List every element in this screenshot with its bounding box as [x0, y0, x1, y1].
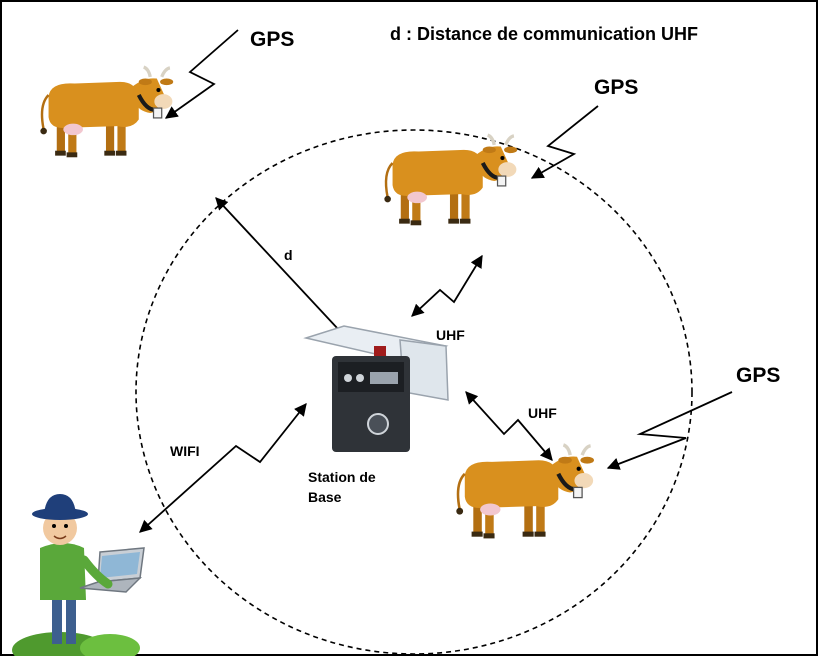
cow-top-right	[384, 135, 517, 225]
uhf-link-top	[411, 254, 483, 317]
station-label-line1: Station de	[308, 469, 376, 485]
farmer-with-laptop	[12, 494, 145, 656]
uhf-coverage-circle	[135, 129, 693, 655]
gps-label-top-left: GPS	[250, 28, 294, 51]
gps-link-top-left	[164, 29, 239, 119]
uhf-label-top: UHF	[436, 327, 465, 343]
distance-arrow	[215, 197, 353, 345]
cow-bottom-right	[456, 445, 594, 539]
wifi-link	[139, 403, 307, 533]
gps-link-top-right	[530, 105, 599, 179]
station-label-line2: Base	[308, 489, 342, 505]
gps-label-top-right: GPS	[594, 76, 638, 99]
uhf-label-bottom: UHF	[528, 405, 557, 421]
gps-link-right	[606, 391, 733, 470]
uhf-link-bottom	[465, 391, 553, 461]
base-station	[303, 325, 449, 452]
diagram-title: d : Distance de communication UHF	[390, 24, 698, 44]
gps-label-right: GPS	[736, 364, 780, 387]
distance-label: d	[284, 247, 293, 263]
wifi-label: WIFI	[170, 443, 200, 459]
cow-outside-range	[40, 67, 173, 157]
